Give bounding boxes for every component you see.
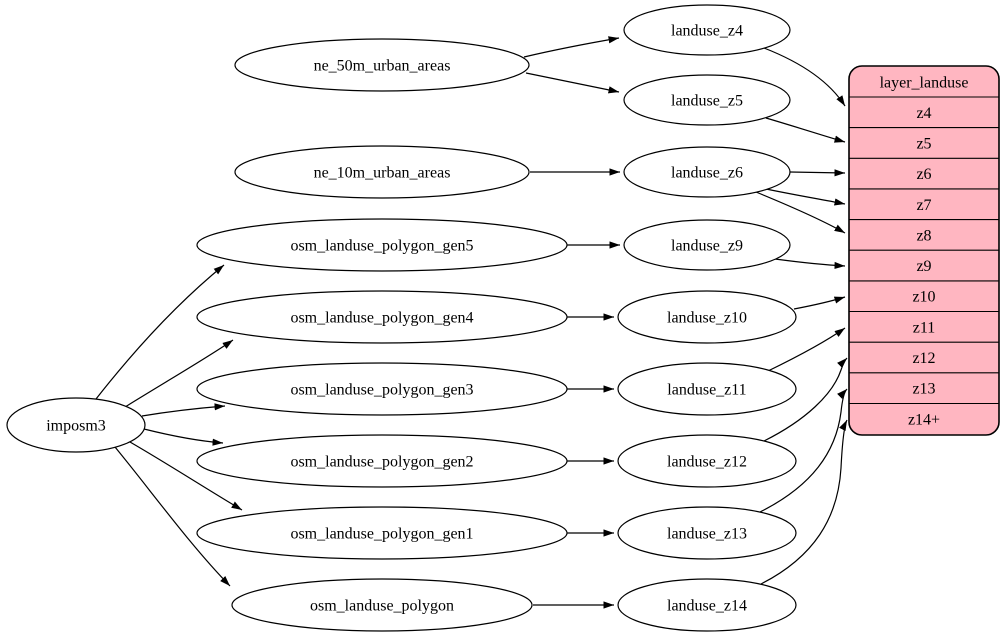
node-osm_landuse_polygon_gen1: osm_landuse_polygon_gen1: [196, 506, 568, 560]
node-landuse_z4-label: landuse_z4: [671, 23, 743, 40]
edge-landuse_z12-to-layer_landuse-z12: [763, 357, 848, 442]
edge-landuse_z6-to-layer_landuse-z8: [755, 191, 846, 234]
node-landuse_z14-shape: [617, 578, 797, 632]
edge-landuse_z6-to-layer_landuse-z6: [789, 169, 846, 177]
node-landuse_z4: landuse_z4: [623, 4, 791, 56]
node-imposm3-shape: [6, 397, 146, 453]
edge-landuse_z4-to-layer_landuse-z4: [763, 47, 846, 107]
node-osm_landuse_polygon_gen2-shape: [196, 434, 568, 488]
edge-landuse_z6-to-layer_landuse-z7: [765, 188, 846, 206]
node-osm_landuse_polygon_gen5-label: osm_landuse_polygon_gen5: [290, 238, 473, 255]
node-osm_landuse_polygon_gen5: osm_landuse_polygon_gen5: [196, 218, 568, 272]
node-landuse_z9: landuse_z9: [623, 219, 791, 271]
node-landuse_z12-shape: [617, 434, 797, 488]
table-row-label-z11: z11: [913, 319, 936, 336]
node-landuse_z14: landuse_z14: [617, 578, 797, 632]
node-ne_50m_urban_areas-label: ne_50m_urban_areas: [314, 58, 451, 75]
node-landuse_z9-shape: [623, 219, 791, 271]
node-landuse_z6-label: landuse_z6: [671, 165, 743, 182]
node-osm_landuse_polygon: osm_landuse_polygon: [231, 578, 533, 632]
edge-imposm3-to-osm_landuse_polygon_gen1: [129, 441, 243, 511]
node-osm_landuse_polygon_gen4: osm_landuse_polygon_gen4: [196, 290, 568, 344]
edge-imposm3-to-osm_landuse_polygon_gen5: [95, 264, 225, 400]
node-landuse_z10-label: landuse_z10: [667, 310, 747, 327]
node-landuse_z11: landuse_z11: [617, 362, 797, 416]
node-landuse_z10-shape: [617, 290, 797, 344]
node-landuse_z6-shape: [623, 146, 791, 198]
edge-ne_50m_urban_areas-to-landuse_z5: [525, 72, 620, 94]
edge-landuse_z14-to-layer_landuse-z14plus: [760, 419, 848, 585]
node-osm_landuse_polygon_gen3-label: osm_landuse_polygon_gen3: [290, 382, 473, 399]
node-osm_landuse_polygon_gen1-label: osm_landuse_polygon_gen1: [290, 526, 473, 543]
edge-ne_50m_urban_areas-to-landuse_z4: [523, 36, 620, 58]
edge-layer: [95, 36, 848, 609]
table-row-label-z7: z7: [916, 197, 931, 214]
table-row-label-z9: z9: [916, 258, 931, 275]
node-ne_50m_urban_areas: ne_50m_urban_areas: [234, 38, 530, 92]
node-osm_landuse_polygon_gen1-shape: [196, 506, 568, 560]
edge-imposm3-to-osm_landuse_polygon: [114, 446, 231, 587]
node-ne_10m_urban_areas-shape: [234, 145, 530, 199]
node-landuse_z11-shape: [617, 362, 797, 416]
node-landuse_z12: landuse_z12: [617, 434, 797, 488]
node-osm_landuse_polygon_gen2-label: osm_landuse_polygon_gen2: [290, 454, 473, 471]
edge-landuse_z5-to-layer_landuse-z5: [765, 117, 846, 143]
node-landuse_z9-label: landuse_z9: [671, 238, 743, 255]
edge-landuse_z11-to-layer_landuse-z11: [767, 327, 846, 372]
edge-landuse_z10-to-layer_landuse-z10: [793, 296, 846, 310]
table-row-label-z10: z10: [912, 289, 935, 306]
table-row-label-z13: z13: [912, 381, 935, 398]
node-ne_10m_urban_areas: ne_10m_urban_areas: [234, 145, 530, 199]
node-landuse_z13-label: landuse_z13: [667, 526, 747, 543]
table-row-label-z14plus: z14+: [908, 411, 940, 428]
edge-imposm3-to-osm_landuse_polygon_gen3: [141, 403, 226, 417]
node-landuse_z5: landuse_z5: [623, 74, 791, 126]
node-imposm3: imposm3: [6, 397, 146, 453]
table-row-label-z4: z4: [916, 105, 931, 122]
table-row-label-z6: z6: [916, 166, 931, 183]
node-landuse_z5-shape: [623, 74, 791, 126]
edge-imposm3-to-osm_landuse_polygon_gen2: [143, 428, 224, 446]
node-landuse_z13-shape: [617, 506, 797, 560]
table-row-label-z5: z5: [916, 136, 931, 153]
node-landuse_z14-label: landuse_z14: [667, 598, 747, 615]
edge-imposm3-to-osm_landuse_polygon_gen4: [124, 339, 234, 408]
node-osm_landuse_polygon-label: osm_landuse_polygon: [310, 598, 454, 615]
table-row-label-z12: z12: [912, 350, 935, 367]
node-landuse_z10: landuse_z10: [617, 290, 797, 344]
node-osm_landuse_polygon_gen4-shape: [196, 290, 568, 344]
node-landuse_z12-label: landuse_z12: [667, 454, 747, 471]
node-osm_landuse_polygon-shape: [231, 578, 533, 632]
edge-landuse_z9-to-layer_landuse-z9: [774, 258, 846, 270]
table-layer_landuse: layer_landuse z4 z5 z6 z7 z8 z9 z10 z11 …: [848, 65, 1000, 436]
node-landuse_z6: landuse_z6: [623, 146, 791, 198]
node-osm_landuse_polygon_gen2: osm_landuse_polygon_gen2: [196, 434, 568, 488]
node-landuse_z11-label: landuse_z11: [667, 382, 746, 399]
node-ne_50m_urban_areas-shape: [234, 38, 530, 92]
node-imposm3-label: imposm3: [46, 418, 106, 435]
table-row-label-z8: z8: [916, 227, 931, 244]
node-osm_landuse_polygon_gen3: osm_landuse_polygon_gen3: [196, 362, 568, 416]
node-osm_landuse_polygon_gen5-shape: [196, 218, 568, 272]
node-landuse_z13: landuse_z13: [617, 506, 797, 560]
node-landuse_z5-label: landuse_z5: [671, 93, 743, 110]
node-osm_landuse_polygon_gen3-shape: [196, 362, 568, 416]
table-title: layer_landuse: [880, 75, 969, 92]
node-ne_10m_urban_areas-label: ne_10m_urban_areas: [314, 165, 451, 182]
node-osm_landuse_polygon_gen4-label: osm_landuse_polygon_gen4: [290, 310, 473, 327]
node-landuse_z4-shape: [623, 4, 791, 56]
